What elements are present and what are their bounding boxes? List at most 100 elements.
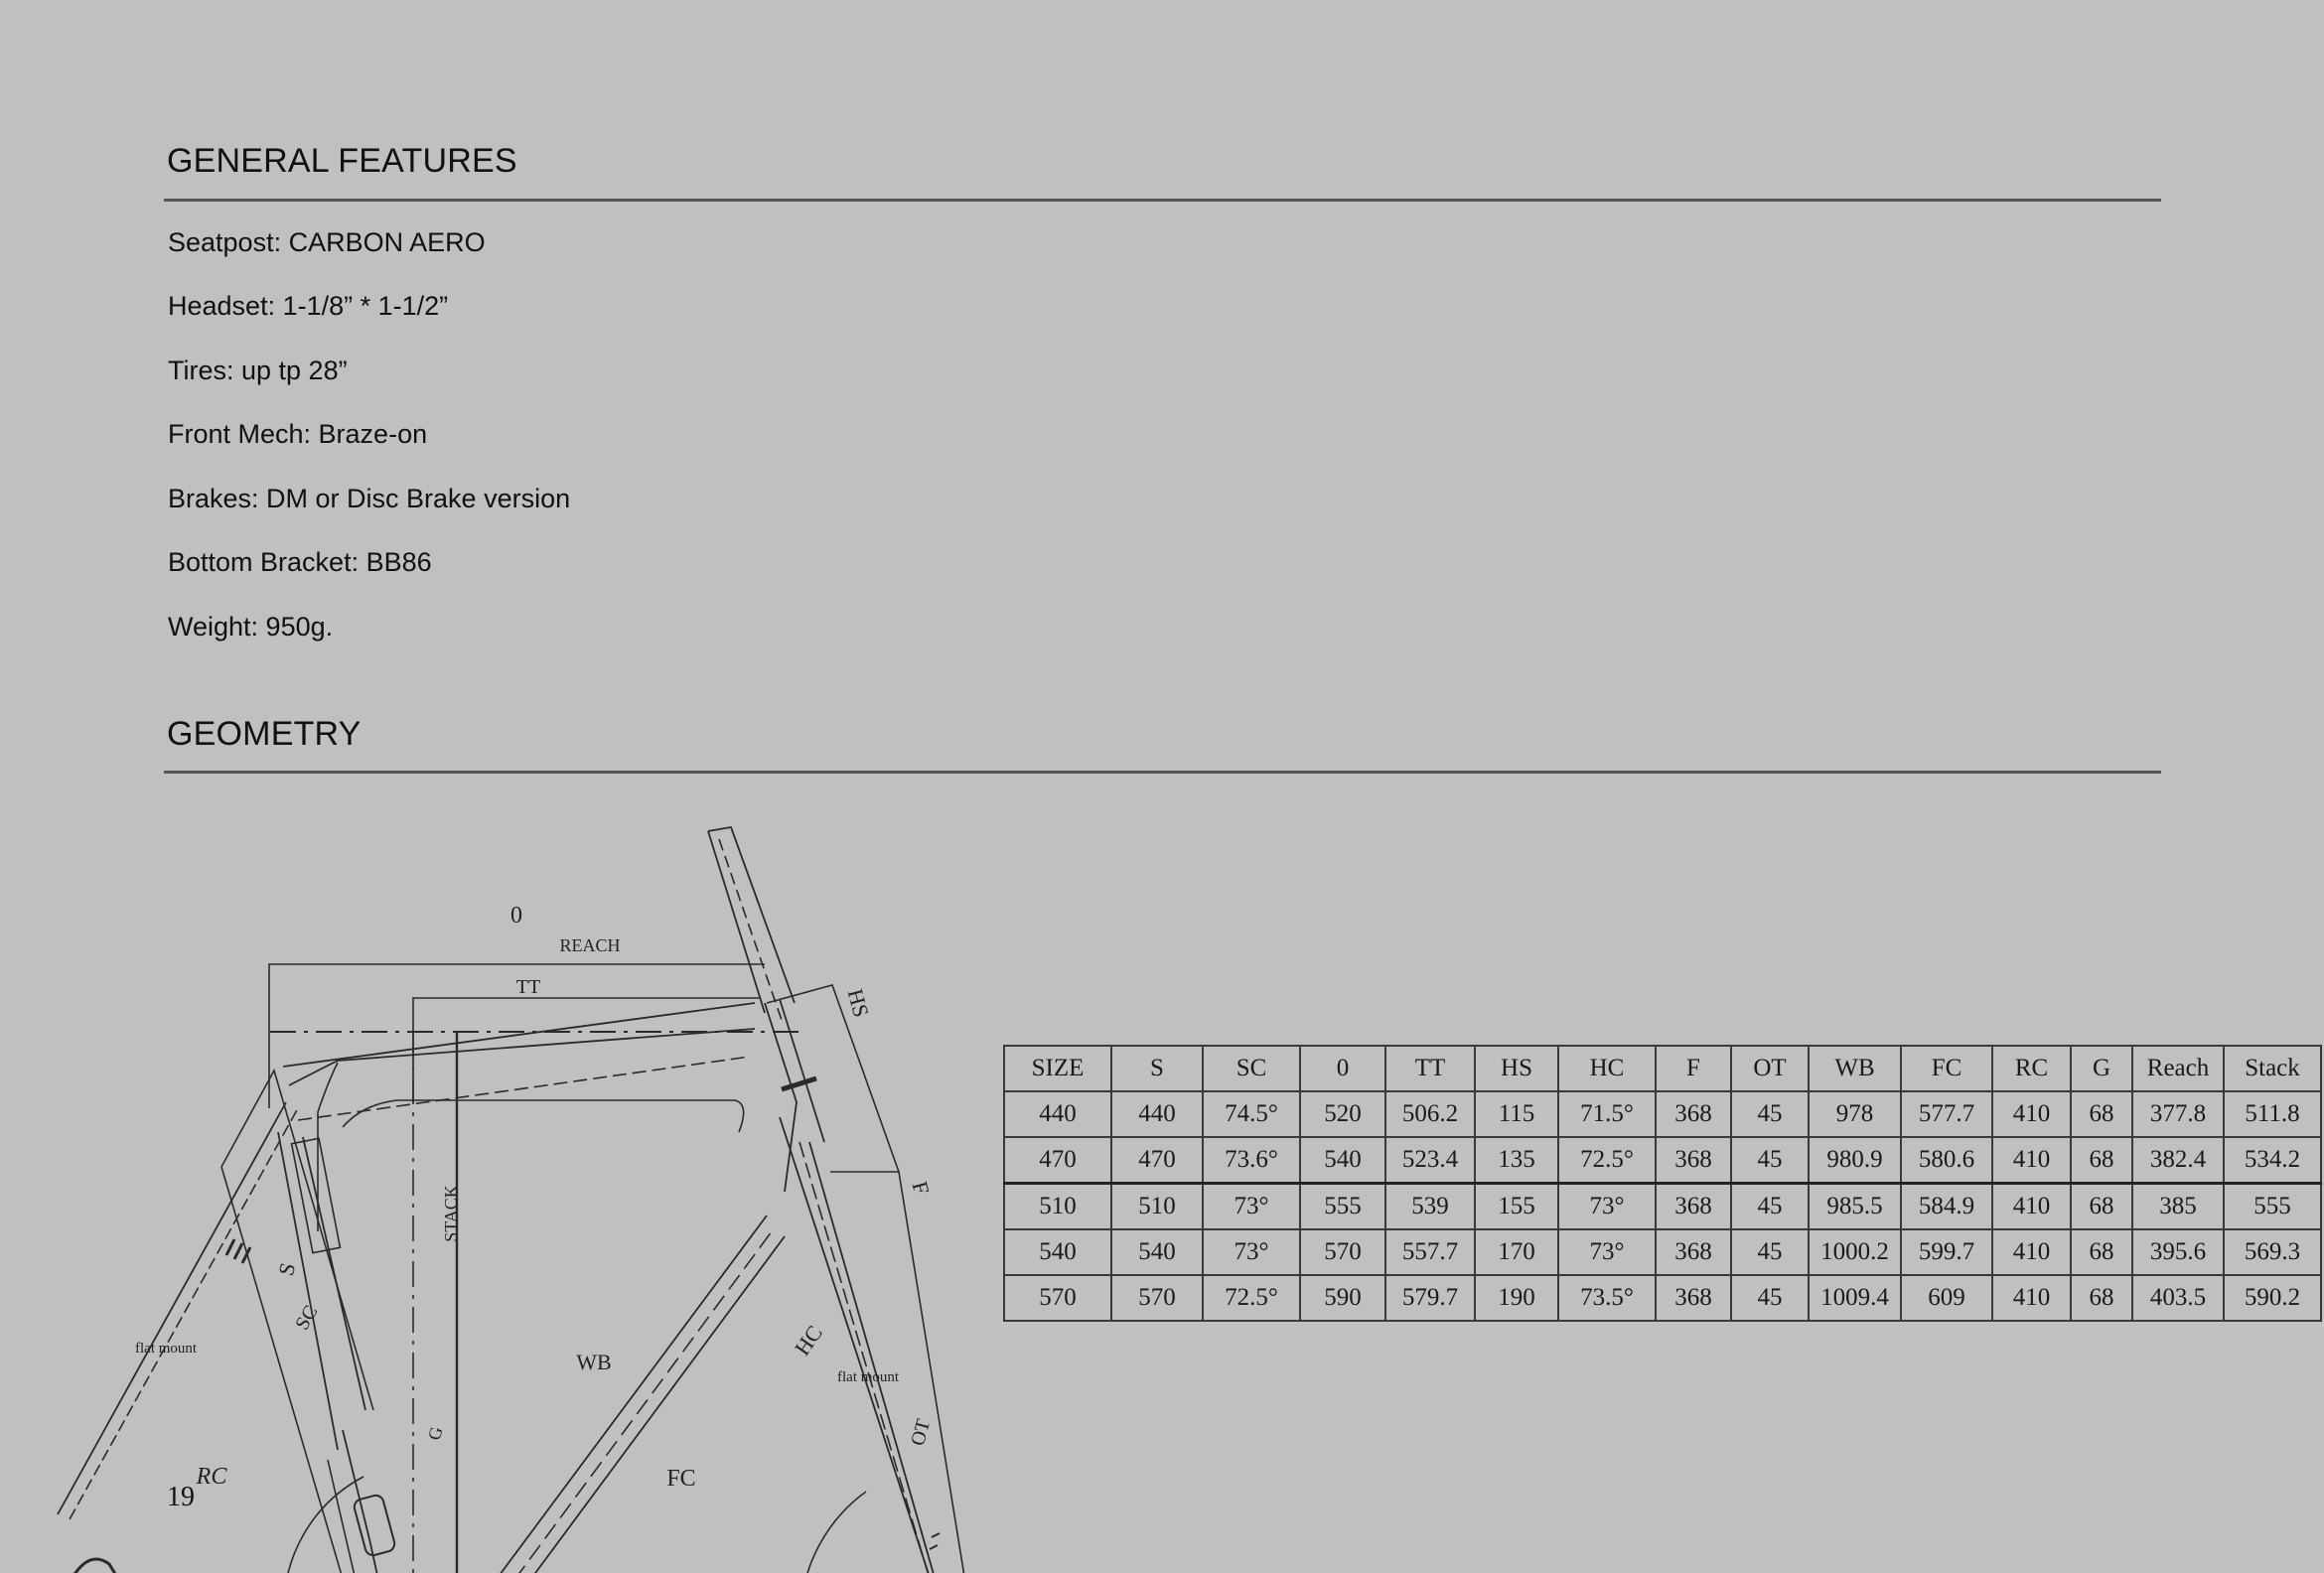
- col-header-sc: SC: [1202, 1045, 1301, 1092]
- col-header-hs: HS: [1474, 1045, 1559, 1092]
- cell-size: 440: [1003, 1090, 1112, 1138]
- cell-rc: 410: [1991, 1274, 2072, 1322]
- cell-reach: 382.4: [2131, 1136, 2225, 1185]
- stack-dimension-line: [455, 1033, 459, 1573]
- cell-sc: 74.5°: [1202, 1090, 1301, 1138]
- col-header-fc: FC: [1900, 1045, 1993, 1092]
- cell-hs: 170: [1474, 1228, 1559, 1276]
- label-flat-mount-front: flat mount: [837, 1369, 900, 1385]
- cell-g: 68: [2070, 1136, 2133, 1185]
- cell-hc: 73°: [1557, 1182, 1657, 1230]
- cell-g: 68: [2070, 1274, 2133, 1322]
- label-s: S: [273, 1260, 300, 1278]
- col-header-s: S: [1110, 1045, 1204, 1092]
- cell-wb: 980.9: [1808, 1136, 1902, 1185]
- col-header-f: F: [1655, 1045, 1732, 1092]
- cell-hc: 72.5°: [1557, 1136, 1657, 1185]
- col-header-wb: WB: [1808, 1045, 1902, 1092]
- label-hc: HC: [790, 1321, 827, 1359]
- cell-rc: 410: [1991, 1182, 2072, 1230]
- feature-brakes: Brakes: DM or Disc Brake version: [168, 484, 571, 513]
- label-g: G: [424, 1425, 447, 1443]
- col-header-ot: OT: [1730, 1045, 1810, 1092]
- label-o: 0: [510, 903, 522, 929]
- cell-size: 540: [1003, 1228, 1112, 1276]
- section-title-general-features: GENERAL FEATURES: [167, 142, 517, 180]
- cell-sc: 73°: [1202, 1228, 1301, 1276]
- cell-o: 570: [1299, 1228, 1386, 1276]
- label-flat-mount-rear: flat mount: [135, 1341, 198, 1357]
- cell-fc: 599.7: [1900, 1228, 1993, 1276]
- col-header-o: 0: [1299, 1045, 1386, 1092]
- cell-size: 470: [1003, 1136, 1112, 1185]
- col-header-tt: TT: [1384, 1045, 1476, 1092]
- geometry-table: SIZE S SC 0 TT HS HC F OT WB FC RC G Rea…: [1003, 1045, 2322, 1322]
- col-header-rc: RC: [1991, 1045, 2072, 1092]
- cell-wb: 985.5: [1808, 1182, 1902, 1230]
- cell-ot: 45: [1730, 1136, 1810, 1185]
- cell-g: 68: [2070, 1182, 2133, 1230]
- label-tt: TT: [516, 976, 540, 998]
- label-reach: REACH: [559, 935, 620, 955]
- table-header-row: SIZE S SC 0 TT HS HC F OT WB FC RC G Rea…: [1003, 1045, 2322, 1092]
- cell-o: 520: [1299, 1090, 1386, 1138]
- cell-ot: 45: [1730, 1228, 1810, 1276]
- cell-hs: 115: [1474, 1090, 1559, 1138]
- label-ot: OT: [907, 1417, 935, 1448]
- label-sc: SC: [291, 1302, 322, 1334]
- cell-stack: 511.8: [2223, 1090, 2322, 1138]
- feature-headset: Headset: 1-1/8” * 1-1/2”: [168, 291, 449, 321]
- cell-o: 590: [1299, 1274, 1386, 1322]
- cell-stack: 569.3: [2223, 1228, 2322, 1276]
- page-number: 19: [167, 1482, 195, 1512]
- cell-o: 540: [1299, 1136, 1386, 1185]
- cell-s: 570: [1110, 1274, 1204, 1322]
- cell-tt: 523.4: [1384, 1136, 1476, 1185]
- col-header-size: SIZE: [1003, 1045, 1112, 1092]
- label-stack: STACK: [441, 1185, 461, 1242]
- cell-hc: 71.5°: [1557, 1090, 1657, 1138]
- cell-rc: 410: [1991, 1228, 2072, 1276]
- table-row: 440 440 74.5° 520 506.2 115 71.5° 368 45…: [1003, 1090, 2322, 1138]
- cell-fc: 584.9: [1900, 1182, 1993, 1230]
- feature-weight: Weight: 950g.: [168, 612, 334, 642]
- label-wb: WB: [576, 1350, 611, 1374]
- cell-wb: 978: [1808, 1090, 1902, 1138]
- cell-f: 368: [1655, 1228, 1732, 1276]
- cell-rc: 410: [1991, 1090, 2072, 1138]
- cell-fc: 577.7: [1900, 1090, 1993, 1138]
- cell-f: 368: [1655, 1090, 1732, 1138]
- cell-hs: 155: [1474, 1182, 1559, 1230]
- section-title-geometry: GEOMETRY: [167, 715, 362, 753]
- cell-ot: 45: [1730, 1274, 1810, 1322]
- col-header-g: G: [2070, 1045, 2133, 1092]
- cell-hs: 135: [1474, 1136, 1559, 1185]
- cell-reach: 385: [2131, 1182, 2225, 1230]
- cell-wb: 1000.2: [1808, 1228, 1902, 1276]
- cell-fc: 580.6: [1900, 1136, 1993, 1185]
- cell-reach: 395.6: [2131, 1228, 2225, 1276]
- cell-g: 68: [2070, 1090, 2133, 1138]
- cell-tt: 539: [1384, 1182, 1476, 1230]
- cell-sc: 73°: [1202, 1182, 1301, 1230]
- cell-stack: 555: [2223, 1182, 2322, 1230]
- cell-s: 470: [1110, 1136, 1204, 1185]
- label-rc: RC: [196, 1464, 228, 1490]
- cell-hc: 73°: [1557, 1228, 1657, 1276]
- cell-size: 510: [1003, 1182, 1112, 1230]
- table-row: 510 510 73° 555 539 155 73° 368 45 985.5…: [1003, 1182, 2322, 1230]
- o-dimension-line: [268, 963, 765, 1108]
- cell-hs: 190: [1474, 1274, 1559, 1322]
- table-row: 540 540 73° 570 557.7 170 73° 368 45 100…: [1003, 1228, 2322, 1276]
- feature-seatpost: Seatpost: CARBON AERO: [168, 227, 486, 257]
- cell-sc: 72.5°: [1202, 1274, 1301, 1322]
- cell-f: 368: [1655, 1182, 1732, 1230]
- col-header-hc: HC: [1557, 1045, 1657, 1092]
- cell-f: 368: [1655, 1136, 1732, 1185]
- cell-hc: 73.5°: [1557, 1274, 1657, 1322]
- cell-tt: 557.7: [1384, 1228, 1476, 1276]
- label-f: F: [908, 1179, 935, 1197]
- section-divider: [164, 771, 2161, 774]
- cell-s: 540: [1110, 1228, 1204, 1276]
- cell-g: 68: [2070, 1228, 2133, 1276]
